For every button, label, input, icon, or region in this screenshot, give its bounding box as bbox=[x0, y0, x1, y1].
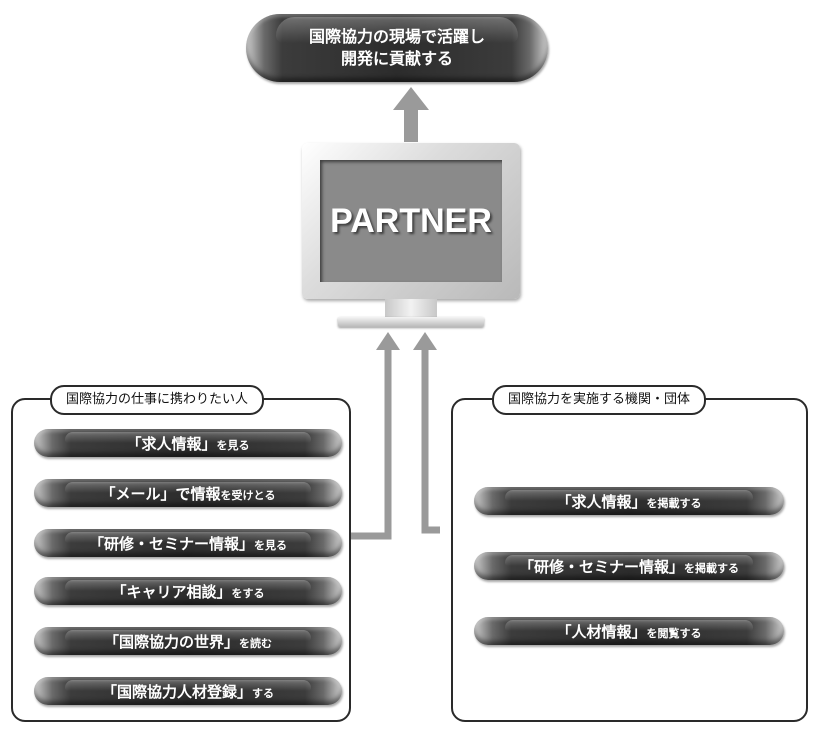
left-item-seminar-info[interactable]: 「研修・セミナー情報」を見る bbox=[34, 529, 342, 557]
left-item-mail-info[interactable]: 「メール」で情報を受けとる bbox=[34, 479, 342, 507]
organizations-title: 国際協力を実施する機関・団体 bbox=[492, 385, 707, 415]
right-item-1-suffix: を掲載する bbox=[646, 496, 702, 510]
left-item-1-suffix: を見る bbox=[216, 438, 250, 452]
right-item-3-suffix: を閲覧する bbox=[646, 626, 702, 640]
left-connector-line bbox=[350, 346, 392, 540]
monitor-screen: PARTNER bbox=[320, 160, 502, 282]
left-item-5-main: 「国際協力の世界」 bbox=[103, 632, 239, 651]
goal-line-1: 国際協力の現場で活躍し bbox=[308, 27, 485, 46]
up-arrow-shaft bbox=[404, 108, 418, 142]
right-item-2-main: 「研修・セミナー情報」 bbox=[518, 557, 684, 576]
left-item-job-info[interactable]: 「求人情報」を見る bbox=[34, 429, 342, 457]
left-item-1-main: 「求人情報」 bbox=[126, 434, 217, 453]
left-item-5-suffix: を読む bbox=[239, 636, 272, 650]
right-connector-arrowhead bbox=[413, 332, 437, 350]
right-connector-line bbox=[421, 346, 440, 534]
left-item-2-suffix: を受けとる bbox=[220, 488, 276, 502]
up-arrow-head bbox=[393, 87, 429, 110]
left-item-6-suffix: する bbox=[252, 686, 274, 700]
left-item-3-main: 「研修・セミナー情報」 bbox=[88, 534, 254, 553]
left-item-registration[interactable]: 「国際協力人材登録」する bbox=[34, 677, 342, 705]
right-item-2-suffix: を掲載する bbox=[684, 561, 739, 575]
right-item-view-talent[interactable]: 「人材情報」を閲覧する bbox=[474, 617, 784, 645]
right-item-1-main: 「求人情報」 bbox=[556, 492, 647, 511]
monitor-neck bbox=[385, 299, 437, 317]
left-item-career-consult[interactable]: 「キャリア相談」をする bbox=[34, 577, 342, 605]
right-item-post-jobs[interactable]: 「求人情報」を掲載する bbox=[474, 487, 784, 515]
left-item-4-suffix: をする bbox=[231, 586, 265, 600]
left-item-6-main: 「国際協力人材登録」 bbox=[101, 682, 252, 701]
right-item-3-main: 「人材情報」 bbox=[556, 622, 647, 641]
goal-line-2: 開発に貢献する bbox=[340, 49, 453, 68]
left-connector-arrowhead bbox=[376, 332, 400, 350]
goal-pill: 国際協力の現場で活躍し 開発に貢献する bbox=[246, 14, 548, 82]
partner-label: PARTNER bbox=[330, 201, 492, 240]
left-item-4-main: 「キャリア相談」 bbox=[111, 582, 232, 601]
left-item-world-reading[interactable]: 「国際協力の世界」を読む bbox=[34, 627, 342, 655]
left-item-2-main: 「メール」で情報 bbox=[100, 484, 221, 503]
left-item-3-suffix: を見る bbox=[254, 538, 287, 552]
right-item-post-seminars[interactable]: 「研修・セミナー情報」を掲載する bbox=[474, 552, 784, 580]
job-seekers-title: 国際協力の仕事に携わりたい人 bbox=[50, 385, 265, 415]
monitor-base bbox=[338, 317, 484, 327]
